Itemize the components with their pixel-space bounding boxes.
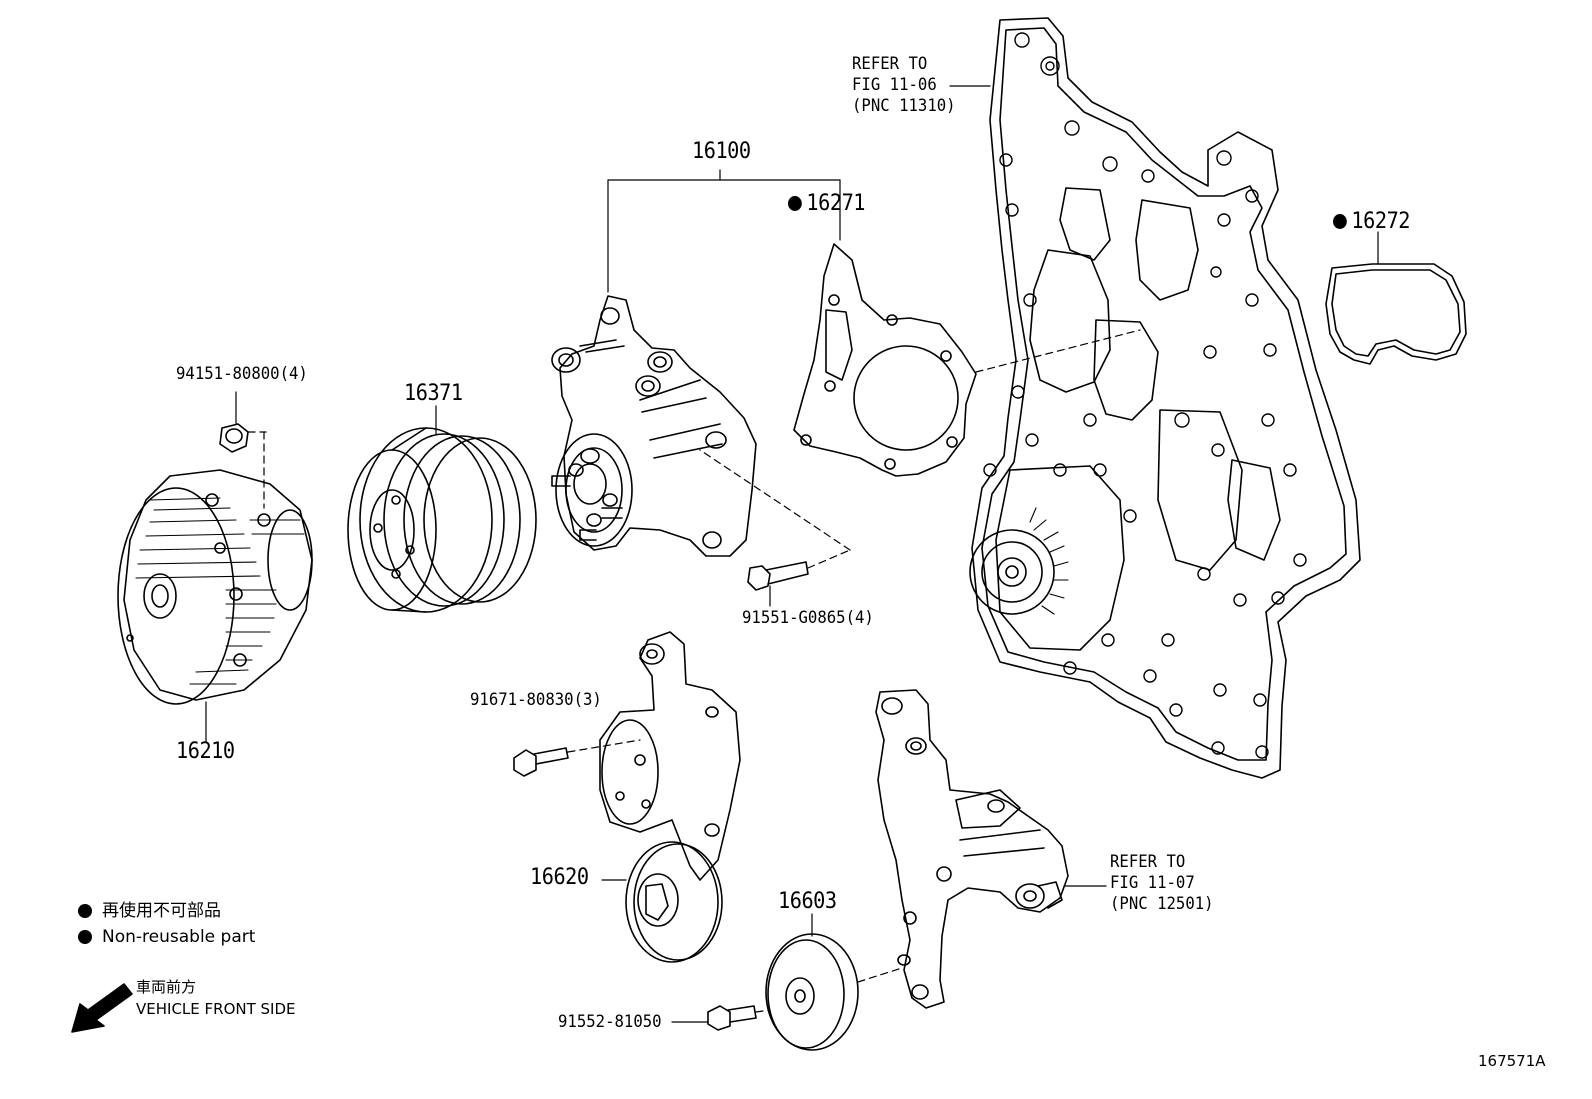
dashed-lines	[247, 329, 1141, 1013]
gasket-16271	[793, 243, 977, 477]
leader-lines	[205, 85, 1379, 1023]
bullet-icon	[78, 904, 92, 918]
bracket	[875, 689, 1069, 1009]
bolt-91551	[747, 561, 809, 591]
label-91551: 91551-G0865(4)	[742, 608, 874, 628]
legend: 再使用不可部品 Non-reusable part	[78, 900, 255, 952]
bullet-icon	[78, 930, 92, 944]
label-16603: 16603	[778, 889, 837, 914]
label-94151: 94151-80800(4)	[176, 364, 308, 384]
refer-bottom-line1: REFER TO	[1110, 852, 1186, 872]
fan-clutch-16210	[117, 469, 313, 705]
legend-english: Non-reusable part	[102, 927, 256, 947]
refer-top-line2: FIG 11-06	[852, 75, 937, 95]
vehicle-front-note: 車両前方 VEHICLE FRONT SIDE	[136, 976, 296, 1020]
refer-top-line1: REFER TO	[852, 54, 928, 74]
refer-note-bottom: REFER TO FIG 11-07 (PNC 12501)	[1110, 852, 1214, 915]
label-16620: 16620	[530, 865, 589, 890]
refer-top-line3: (PNC 11310)	[852, 96, 956, 116]
nut-94151	[219, 423, 249, 453]
label-91671: 91671-80830(3)	[470, 690, 602, 710]
idler-16603	[765, 933, 859, 1051]
refer-bottom-line2: FIG 11-07	[1110, 873, 1195, 893]
front-japanese: 車両前方	[136, 978, 197, 996]
label-16210: 16210	[176, 739, 235, 764]
bolt-91671	[513, 747, 569, 777]
legend-japanese: 再使用不可部品	[102, 901, 221, 921]
pulley-16371	[347, 427, 537, 613]
refer-bottom-line3: (PNC 12501)	[1110, 894, 1214, 914]
water-pump-16100	[551, 295, 757, 557]
front-english: VEHICLE FRONT SIDE	[136, 1000, 296, 1018]
label-16100: 16100	[692, 139, 751, 164]
gasket-16272	[1325, 263, 1467, 365]
label-16271: 16271	[788, 192, 865, 216]
label-16272: 16272	[1333, 210, 1410, 234]
label-16371: 16371	[404, 381, 463, 406]
label-91552: 91552-81050	[558, 1012, 662, 1032]
tensioner-16620	[599, 631, 741, 963]
refer-note-top: REFER TO FIG 11-06 (PNC 11310)	[852, 54, 956, 117]
figure-id: 167571A	[1478, 1052, 1546, 1070]
bolt-91552	[707, 1005, 757, 1031]
front-arrow-icon	[71, 983, 133, 1033]
timing-cover	[969, 17, 1361, 779]
